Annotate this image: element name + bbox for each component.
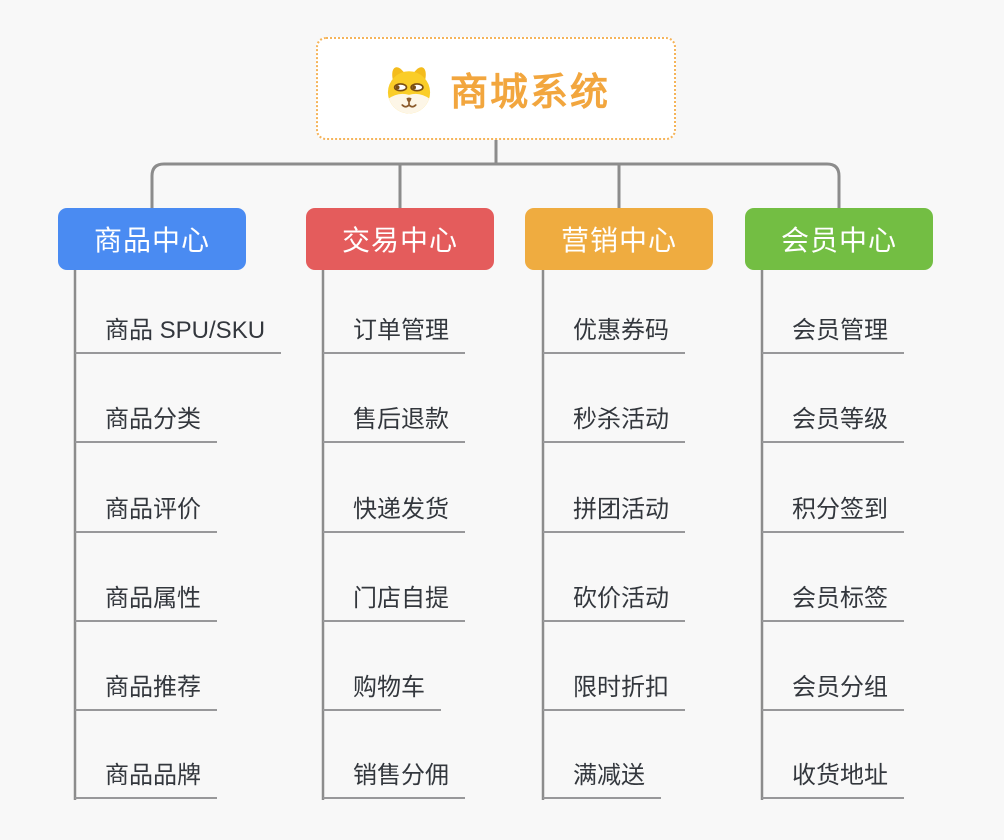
category-label: 会员中心 (780, 225, 897, 256)
leaf-label: 会员标签 (792, 585, 888, 612)
leaf-label: 会员等级 (792, 406, 888, 433)
leaf-node[interactable]: 商品品牌 (75, 753, 217, 799)
leaf-label: 购物车 (353, 674, 425, 701)
leaf-node[interactable]: 商品评价 (75, 487, 217, 533)
leaf-label: 秒杀活动 (573, 406, 669, 433)
leaf-node[interactable]: 积分签到 (762, 487, 904, 533)
leaf-node[interactable]: 商品推荐 (75, 665, 217, 711)
leaf-label: 订单管理 (353, 317, 449, 344)
leaf-node[interactable]: 会员管理 (762, 308, 904, 354)
leaf-label: 商品评价 (105, 496, 201, 523)
category-node-marketing-center[interactable]: 营销中心 (525, 208, 713, 270)
leaf-node[interactable]: 秒杀活动 (543, 397, 685, 443)
root-node[interactable]: 商城系统 (316, 37, 676, 140)
leaf-label: 商品分类 (105, 406, 201, 433)
leaf-label: 砍价活动 (573, 585, 669, 612)
leaf-label: 收货地址 (792, 762, 888, 789)
leaf-node[interactable]: 拼团活动 (543, 487, 685, 533)
leaf-node[interactable]: 售后退款 (323, 397, 465, 443)
leaf-node[interactable]: 销售分佣 (323, 753, 465, 799)
leaf-label: 拼团活动 (573, 496, 669, 523)
leaf-label: 积分签到 (792, 496, 888, 523)
leaf-node[interactable]: 商品属性 (75, 576, 217, 622)
category-label: 商品中心 (93, 225, 210, 256)
leaf-label: 售后退款 (353, 406, 449, 433)
category-node-trade-center[interactable]: 交易中心 (306, 208, 494, 270)
shiba-dog-icon (382, 62, 436, 116)
leaf-label: 优惠券码 (573, 317, 669, 344)
leaf-label: 会员分组 (792, 674, 888, 701)
leaf-node[interactable]: 订单管理 (323, 308, 465, 354)
category-label: 交易中心 (341, 225, 458, 256)
leaf-label: 限时折扣 (573, 674, 669, 701)
leaf-node[interactable]: 会员标签 (762, 576, 904, 622)
leaf-node[interactable]: 购物车 (323, 665, 441, 711)
category-label: 营销中心 (560, 225, 677, 256)
leaf-node[interactable]: 砍价活动 (543, 576, 685, 622)
leaf-node[interactable]: 商品 SPU/SKU (75, 308, 282, 354)
leaf-node[interactable]: 满减送 (543, 753, 661, 799)
leaf-node[interactable]: 限时折扣 (543, 665, 685, 711)
root-title: 商城系统 (449, 72, 610, 114)
leaf-node[interactable]: 会员等级 (762, 397, 904, 443)
leaf-node[interactable]: 会员分组 (762, 665, 904, 711)
leaf-label: 商品 SPU/SKU (105, 317, 266, 344)
leaf-node[interactable]: 快递发货 (323, 487, 465, 533)
leaf-label: 门店自提 (353, 585, 449, 612)
leaf-label: 销售分佣 (353, 762, 449, 789)
leaf-label: 商品属性 (105, 585, 201, 612)
leaf-label: 会员管理 (792, 317, 888, 344)
leaf-node[interactable]: 门店自提 (323, 576, 465, 622)
leaf-label: 商品品牌 (105, 762, 201, 789)
leaf-node[interactable]: 收货地址 (762, 753, 904, 799)
leaf-label: 商品推荐 (105, 674, 201, 701)
leaf-node[interactable]: 商品分类 (75, 397, 217, 443)
category-node-product-center[interactable]: 商品中心 (58, 208, 246, 270)
leaf-label: 快递发货 (353, 496, 449, 523)
leaf-label: 满减送 (573, 762, 645, 789)
leaf-node[interactable]: 优惠券码 (543, 308, 685, 354)
category-node-member-center[interactable]: 会员中心 (745, 208, 933, 270)
